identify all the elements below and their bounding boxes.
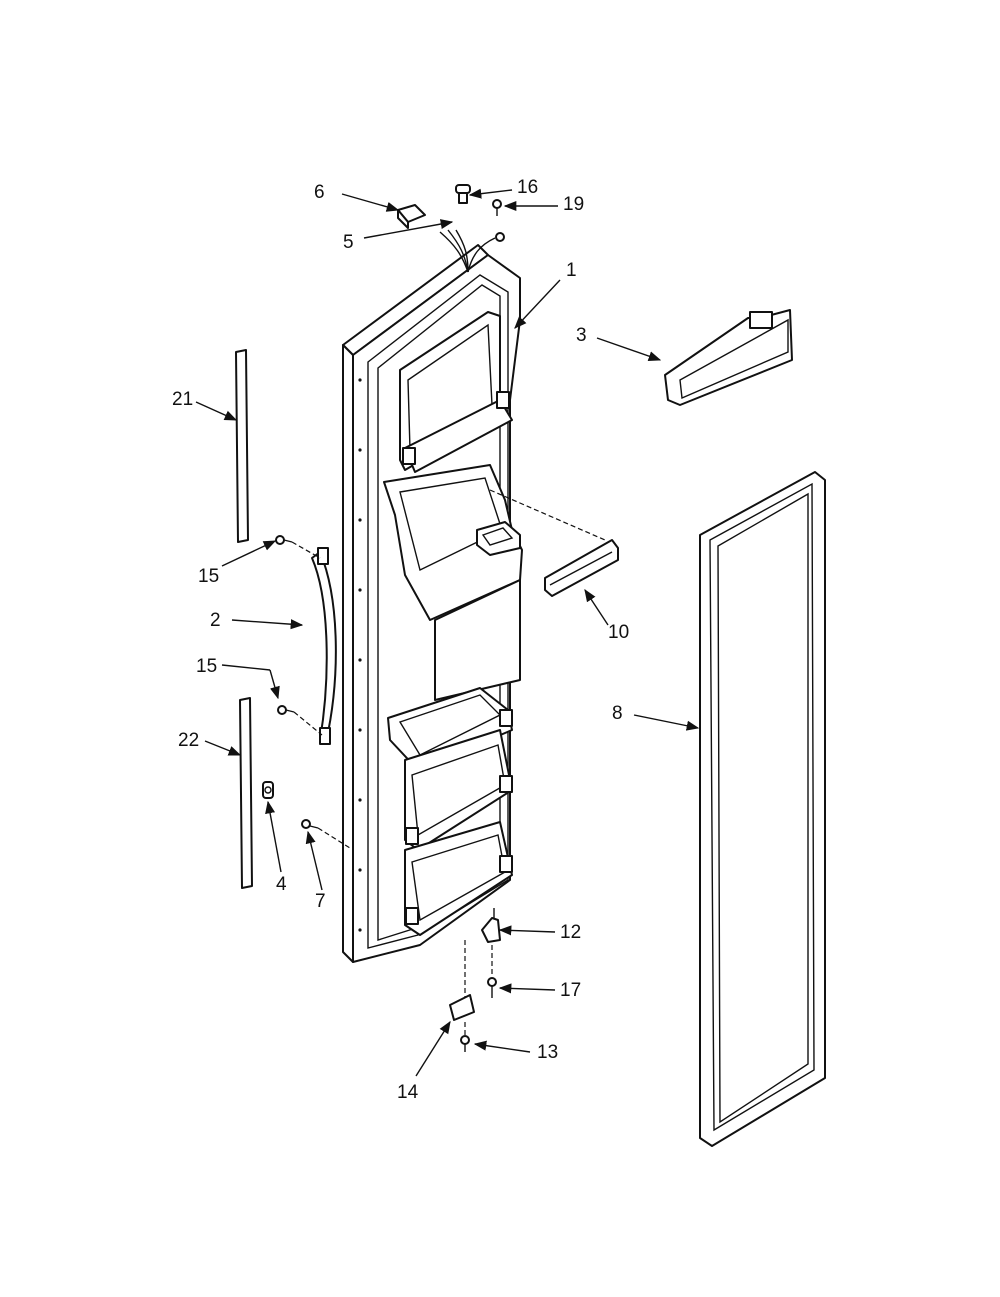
screw-13 xyxy=(460,1022,470,1052)
leader-lines xyxy=(195,188,700,1077)
callout-15-lower: 15 xyxy=(196,656,217,677)
light-bulb xyxy=(455,184,471,204)
callout-6: 6 xyxy=(314,182,325,203)
callout-8: 8 xyxy=(612,703,623,724)
hinge-12 xyxy=(481,908,501,943)
callout-4: 4 xyxy=(276,874,287,895)
screw-17 xyxy=(487,945,497,998)
callout-17: 17 xyxy=(560,980,581,1001)
callout-labels: 6 16 19 5 1 3 21 15 2 10 15 8 22 4 7 12 … xyxy=(172,177,629,1103)
callout-22: 22 xyxy=(178,730,199,751)
clip-4 xyxy=(262,781,274,799)
callout-1: 1 xyxy=(566,260,577,281)
door-screw-dots xyxy=(358,378,362,932)
callout-15-upper: 15 xyxy=(198,566,219,587)
callout-7: 7 xyxy=(315,891,326,912)
handle-bracket xyxy=(664,309,793,406)
callout-21: 21 xyxy=(172,389,193,410)
callout-13: 13 xyxy=(537,1042,558,1063)
screw-15-upper xyxy=(275,535,321,559)
screw-15-lower xyxy=(277,705,323,736)
callout-2: 2 xyxy=(210,610,221,631)
screw-7 xyxy=(301,819,351,849)
callout-16: 16 xyxy=(517,177,538,198)
door-panel xyxy=(342,244,523,963)
door-gasket xyxy=(699,471,826,1147)
trim-22 xyxy=(239,697,253,889)
hinge-14 xyxy=(449,940,475,1021)
wiring-harness xyxy=(439,229,505,273)
callout-14: 14 xyxy=(397,1082,419,1103)
callout-3: 3 xyxy=(576,325,587,346)
trim-21 xyxy=(235,349,249,543)
connector-plug xyxy=(397,204,426,229)
callout-5: 5 xyxy=(343,232,354,253)
screw-19 xyxy=(492,199,502,216)
door-handle xyxy=(311,547,337,745)
callout-19: 19 xyxy=(563,194,584,215)
dispenser-bar xyxy=(489,489,619,597)
callout-10: 10 xyxy=(608,622,629,643)
callout-12: 12 xyxy=(560,922,581,943)
